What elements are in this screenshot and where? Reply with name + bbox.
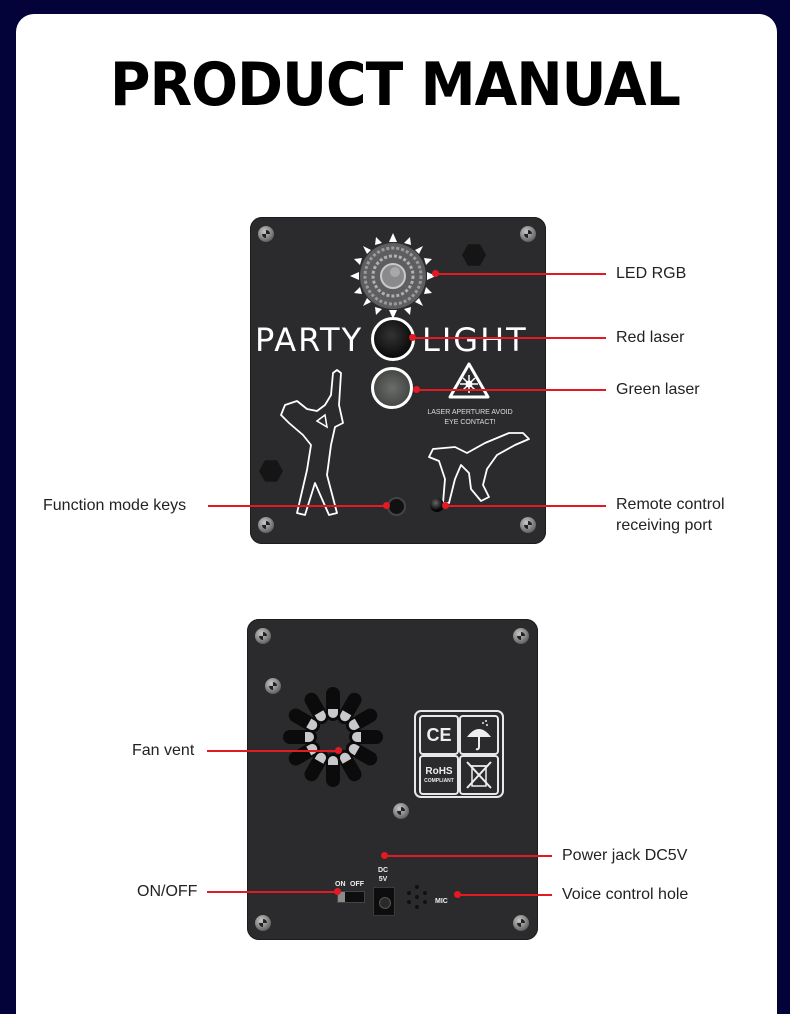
hex-foot-icon <box>259 460 283 482</box>
label-power-jack: Power jack DC5V <box>562 847 688 864</box>
callout-line-fan-vent <box>207 750 338 752</box>
mic-label: MIC <box>435 898 448 905</box>
callout-line-power-jack <box>385 855 552 857</box>
screw-icon <box>393 803 409 819</box>
power-switch[interactable] <box>337 891 365 903</box>
crossed-bin-icon <box>459 755 499 795</box>
screw-icon <box>513 628 529 644</box>
screw-icon <box>513 915 529 931</box>
callout-line-on-off <box>207 891 338 893</box>
led-rgb-dome-icon <box>350 233 436 319</box>
umbrella-icon <box>459 715 499 755</box>
label-on-off: ON/OFF <box>137 883 198 900</box>
screw-icon <box>258 226 274 242</box>
callout-dot <box>409 334 416 341</box>
screw-icon <box>520 226 536 242</box>
dancer-outline-icon <box>428 432 530 504</box>
label-green-laser: Green laser <box>616 381 700 398</box>
callout-dot <box>383 502 390 509</box>
switch-off-label: OFF <box>350 881 364 888</box>
callout-dot <box>432 270 439 277</box>
back-panel: CE RoHS COMPLIANT ON OFF DC 5V MIC <box>247 619 538 940</box>
callout-line-led-rgb <box>436 273 606 275</box>
ce-mark-icon: CE <box>419 715 459 755</box>
label-red-laser: Red laser <box>616 329 685 346</box>
label-fan-vent: Fan vent <box>132 742 195 759</box>
screw-icon <box>265 678 281 694</box>
callout-dot <box>413 386 420 393</box>
page-title: PRODUCT MANUAL <box>110 50 681 120</box>
screw-icon <box>258 517 274 533</box>
callout-dot <box>334 888 341 895</box>
callout-dot <box>454 891 461 898</box>
dc-power-jack[interactable] <box>373 887 395 916</box>
callout-dot <box>335 747 342 754</box>
brand-text-party: PARTY <box>255 321 364 359</box>
label-remote-control-port: Remote control receiving port <box>616 496 725 534</box>
rohs-mark-icon: RoHS COMPLIANT <box>419 755 459 795</box>
callout-line-voice-hole <box>458 894 552 896</box>
callout-dot <box>381 852 388 859</box>
brand-text-light: LIGHT <box>422 321 528 359</box>
callout-line-red-laser <box>413 337 606 339</box>
mic-holes <box>405 885 429 909</box>
label-led-rgb: LED RGB <box>616 265 687 282</box>
red-laser-aperture <box>371 317 415 361</box>
guitarist-outline-icon <box>280 369 344 516</box>
label-voice-control-hole: Voice control hole <box>562 886 689 903</box>
callout-line-green-laser <box>417 389 606 391</box>
switch-on-label: ON <box>335 881 346 888</box>
screw-icon <box>520 517 536 533</box>
dc-label: DC 5V <box>378 867 389 883</box>
label-function-mode-keys: Function mode keys <box>43 497 187 514</box>
certification-block: CE RoHS COMPLIANT <box>414 710 504 798</box>
screw-icon <box>255 915 271 931</box>
callout-dot <box>442 502 449 509</box>
callout-line-remote-port <box>446 505 606 507</box>
remote-receiver-port <box>430 498 444 512</box>
laser-warning-text: LASER APERTURE AVOID EYE CONTACT! <box>427 409 513 426</box>
green-laser-aperture <box>371 367 413 409</box>
callout-line-function-keys <box>208 505 386 507</box>
laser-warning-icon <box>448 362 490 399</box>
screw-icon <box>255 628 271 644</box>
hex-foot-icon <box>462 244 486 266</box>
front-panel: PARTY LIGHT LASER APERTURE AVOID EYE CON… <box>250 217 546 544</box>
